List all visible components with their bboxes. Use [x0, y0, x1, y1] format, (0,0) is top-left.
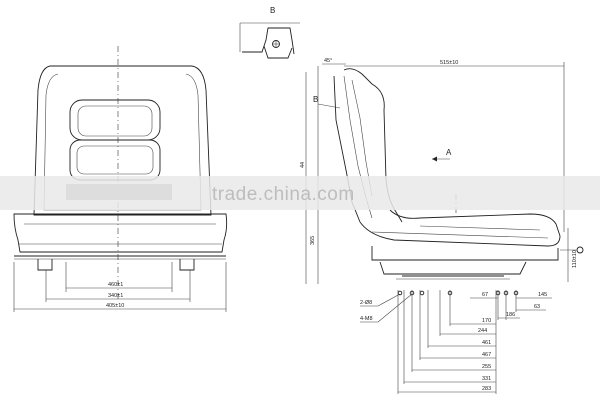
dim-small-4: 63 — [534, 304, 540, 310]
dim-bottom-7: 283 — [482, 386, 491, 392]
dim-small-3: 186 — [506, 312, 515, 318]
dim-small-1: 67 — [482, 292, 488, 298]
backrest-outline — [33, 65, 212, 216]
dim-bottom-2: 244 — [478, 328, 487, 334]
callout-bolts: 4-M8 — [360, 316, 373, 322]
view-b-label: B — [270, 6, 275, 15]
watermark-logo — [66, 184, 172, 200]
view-b-marker: B — [313, 95, 318, 104]
dim-small-2: 145 — [538, 292, 547, 298]
arrow-a-label: A — [446, 148, 452, 157]
side-view: 515±10 45° 365 44 110±10 A B — [300, 58, 584, 394]
dim-bottom-3: 461 — [482, 340, 491, 346]
mount-foot-left — [37, 259, 53, 271]
bolt-callouts: 2-Ø8 4-M8 — [360, 293, 413, 323]
seat-cushion — [13, 213, 228, 253]
dim-bottom-1: 170 — [482, 318, 491, 324]
callout-holes: 2-Ø8 — [360, 300, 372, 306]
seat-side-outline — [359, 209, 561, 247]
dim-bottom-6: 331 — [482, 376, 491, 382]
mount-foot-right — [179, 259, 195, 271]
arrow-a-icon — [432, 156, 437, 162]
watermark: trade.china.com — [0, 176, 600, 210]
dim-right-height: 110±10 — [572, 250, 578, 268]
right-small-dimensions: 67 145 186 63 — [470, 290, 552, 320]
dim-front-2: 340±1 — [108, 293, 123, 299]
bottom-mount-points — [397, 290, 519, 296]
base-frame — [371, 246, 559, 261]
bottom-dimensions: 170 244 461 467 255 331 283 — [397, 290, 497, 394]
dim-top-width: 515±10 — [440, 60, 458, 66]
dim-angle: 45° — [324, 58, 332, 64]
dim-bottom-4: 467 — [482, 352, 491, 358]
dim-front-3: 405±10 — [106, 303, 124, 309]
dim-left-height: 365 — [310, 236, 316, 245]
dim-left-small: 44 — [300, 162, 306, 168]
dim-front-1: 460±1 — [108, 282, 123, 288]
watermark-text: trade.china.com — [212, 184, 355, 205]
dim-bottom-5: 255 — [482, 364, 491, 370]
detail-view-b: B — [239, 6, 300, 59]
